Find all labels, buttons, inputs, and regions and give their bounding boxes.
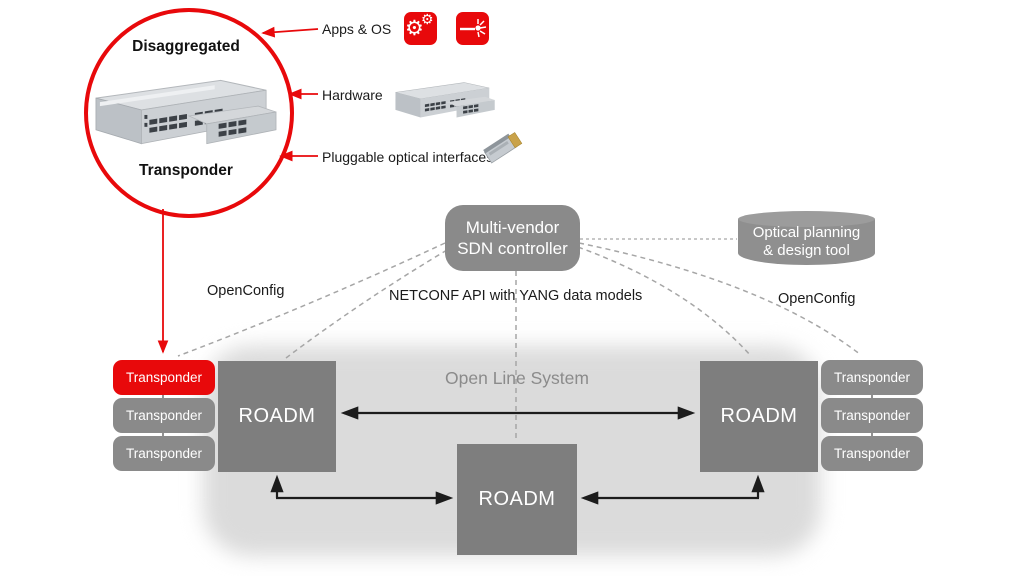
sdn-controller-box: Multi-vendor SDN controller — [445, 205, 580, 271]
network-chassis-image — [95, 79, 277, 145]
pluggable-optical-interfaces-label: Pluggable optical interfaces — [322, 149, 494, 165]
sdn-controller-line2: SDN controller — [457, 239, 568, 258]
roadm-left-box: ROADM — [218, 361, 336, 472]
disaggregated-label: Disaggregated — [132, 38, 240, 55]
dashed-link-sdn-to-right-transponder — [578, 242, 862, 356]
planning-tool-cylinder: Optical planning & design tool — [738, 211, 875, 265]
cylinder-top-icon — [738, 211, 875, 227]
transponder-left-1-highlighted: Transponder — [113, 360, 215, 395]
network-chassis-image-small — [395, 82, 495, 118]
disaggregated-highlight-circle — [84, 8, 294, 218]
dashed-link-sdn-to-left-roadm — [285, 249, 448, 359]
roadm-label: ROADM — [478, 488, 556, 510]
hardware-label: Hardware — [322, 87, 383, 103]
pluggable-optic-image — [483, 132, 523, 164]
transponder-circle-label: Transponder — [139, 162, 233, 179]
roadm-bottom-box: ROADM — [457, 444, 577, 555]
planning-tool-line2: & design tool — [763, 242, 850, 259]
netconf-api-label: NETCONF API with YANG data models — [389, 288, 643, 304]
transponder-right-2: Transponder — [821, 398, 923, 433]
red-arrow-apps-os — [261, 26, 319, 38]
dashed-link-sdn-to-left-transponder — [177, 242, 446, 357]
apps-os-label: Apps & OS — [322, 21, 392, 37]
transponder-left-2: Transponder — [113, 398, 215, 433]
transponder-right-3: Transponder — [821, 436, 923, 471]
openconfig-left-label: OpenConfig — [207, 283, 285, 299]
planning-tool-line1: Optical planning — [752, 224, 861, 241]
laser-icon — [456, 12, 489, 45]
openconfig-right-label: OpenConfig — [778, 291, 856, 307]
open-line-system-label: Open Line System — [445, 368, 589, 388]
transponder-right-1: Transponder — [821, 360, 923, 395]
dashed-link-sdn-to-right-roadm — [577, 246, 752, 357]
gears-icon: ⚙ ⚙ — [404, 12, 437, 45]
roadm-right-box: ROADM — [700, 361, 818, 472]
roadm-label: ROADM — [238, 405, 316, 427]
sdn-controller-line1: Multi-vendor — [465, 218, 560, 237]
transponder-left-3: Transponder — [113, 436, 215, 471]
roadm-label: ROADM — [720, 405, 798, 427]
